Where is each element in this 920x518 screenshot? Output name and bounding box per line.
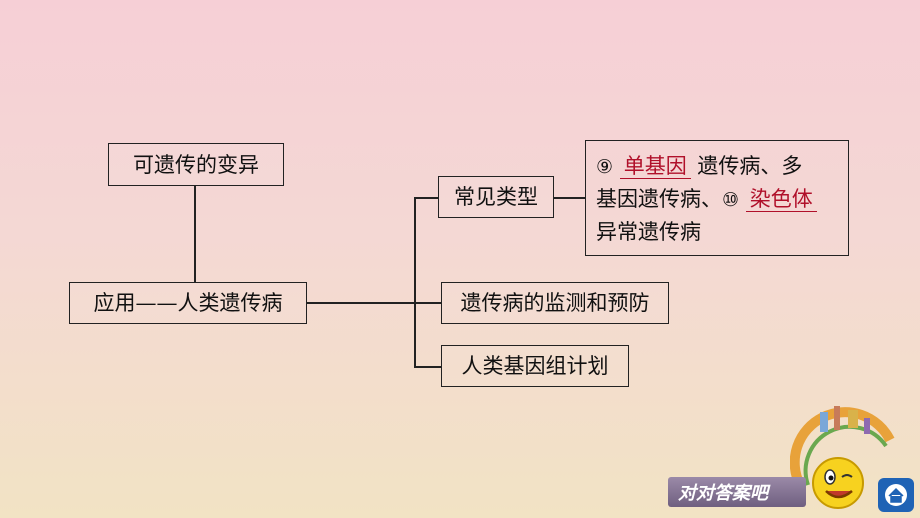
answer-line-3: 异常遗传病 (596, 213, 838, 251)
check-answers-label: 对对答案吧 (678, 483, 768, 504)
answer-text-1: 遗传病、多 (697, 154, 803, 178)
decoration-globe-icon (790, 406, 895, 488)
node-genome-project: 人类基因组计划 (441, 345, 629, 387)
node-monitoring-prevention: 遗传病的监测和预防 (441, 282, 669, 324)
connector-vertical-top (194, 186, 196, 282)
answer-text-3: 异常遗传病 (596, 220, 701, 244)
connector-main-horizontal (307, 302, 441, 304)
node-common-types: 常见类型 (438, 176, 554, 218)
node-common-types-label: 常见类型 (454, 185, 538, 209)
check-answers-button[interactable]: 对对答案吧 (668, 477, 806, 507)
answer-10: 染色体 (745, 187, 817, 212)
answer-line-1: ⑨ 单基因 遗传病、多 (596, 147, 838, 186)
connector-branch-vertical (414, 197, 416, 367)
node-heritable-variation: 可遗传的变异 (108, 143, 284, 186)
node-genome-project-label: 人类基因组计划 (461, 354, 609, 378)
marker-9: ⑨ (596, 156, 614, 178)
node-monitoring-prevention-label: 遗传病的监测和预防 (460, 291, 650, 315)
answer-text-2: 基因遗传病、 (596, 187, 722, 211)
node-application: 应用——人类遗传病 (69, 282, 307, 324)
answer-line-2: 基因遗传病、⑩ 染色体 (596, 180, 838, 219)
marker-10: ⑩ (722, 189, 740, 211)
node-heritable-variation-label: 可遗传的变异 (133, 152, 259, 177)
connector-to-common-types (414, 197, 438, 199)
node-application-label: 应用——人类遗传病 (93, 291, 283, 315)
answer-9: 单基因 (619, 154, 691, 179)
home-icon (885, 484, 907, 506)
connector-to-genome-project (414, 366, 441, 368)
smiley-icon (812, 457, 864, 509)
home-button[interactable] (878, 478, 914, 512)
answer-box: ⑨ 单基因 遗传病、多 基因遗传病、⑩ 染色体 异常遗传病 (585, 140, 849, 256)
connector-to-answer-box (554, 197, 585, 199)
